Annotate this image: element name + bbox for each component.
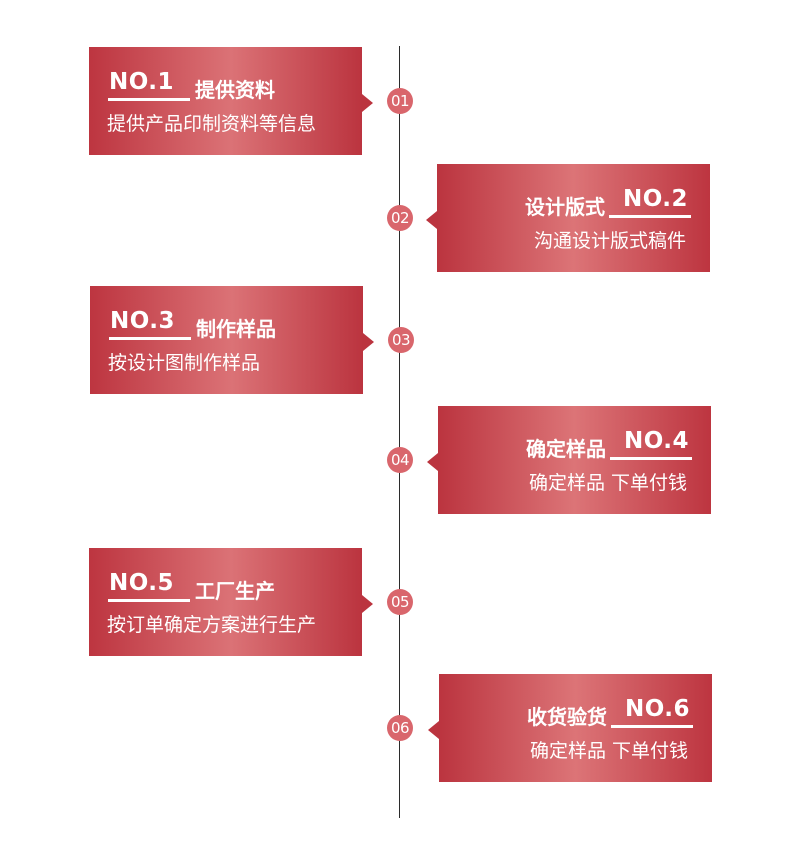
card-pointer [363, 333, 374, 351]
step-number-underline [611, 725, 693, 728]
step-card-1: NO.1 提供资料 提供产品印制资料等信息 [89, 47, 373, 155]
step-number: NO.2 [622, 186, 688, 212]
card-pointer [362, 94, 373, 112]
step-title: 设计版式 [525, 195, 605, 219]
step-title: 收货验货 [527, 705, 607, 729]
step-title: 确定样品 [526, 437, 606, 461]
step-card-3: NO.3 制作样品 按设计图制作样品 [90, 286, 374, 394]
step-number: NO.6 [624, 696, 690, 722]
step-description: 按设计图制作样品 [108, 352, 261, 374]
step-number-underline [609, 215, 691, 218]
timeline-node-3: 03 [388, 327, 414, 353]
step-number-underline [109, 337, 191, 340]
step-title: 工厂生产 [195, 579, 275, 603]
card-pointer [362, 595, 373, 613]
card-pointer [427, 453, 438, 471]
step-title: 制作样品 [196, 317, 276, 341]
step-number-underline [610, 457, 692, 460]
card-pointer [426, 211, 437, 229]
timeline-node-4: 04 [387, 447, 413, 473]
step-description: 确定样品 下单付钱 [528, 472, 687, 494]
timeline-node-6: 06 [387, 715, 413, 741]
step-number: NO.5 [109, 570, 175, 596]
step-number-underline [108, 98, 190, 101]
step-number: NO.4 [623, 428, 689, 454]
step-number: NO.3 [110, 308, 176, 334]
step-card-6: NO.6 收货验货 确定样品 下单付钱 [428, 674, 712, 782]
step-card-2: NO.2 设计版式 沟通设计版式稿件 [426, 164, 710, 272]
card-pointer [428, 721, 439, 739]
step-number: NO.1 [109, 69, 175, 95]
step-description: 提供产品印制资料等信息 [107, 113, 317, 135]
step-card-4: NO.4 确定样品 确定样品 下单付钱 [427, 406, 711, 514]
step-description: 沟通设计版式稿件 [533, 230, 686, 252]
timeline-node-2: 02 [387, 205, 413, 231]
step-number-underline [108, 599, 190, 602]
step-description: 按订单确定方案进行生产 [107, 614, 317, 636]
step-title: 提供资料 [195, 78, 275, 102]
step-card-5: NO.5 工厂生产 按订单确定方案进行生产 [89, 548, 373, 656]
timeline-line [399, 46, 400, 818]
timeline-node-5: 05 [387, 589, 413, 615]
timeline-node-1: 01 [387, 88, 413, 114]
step-description: 确定样品 下单付钱 [529, 740, 688, 762]
